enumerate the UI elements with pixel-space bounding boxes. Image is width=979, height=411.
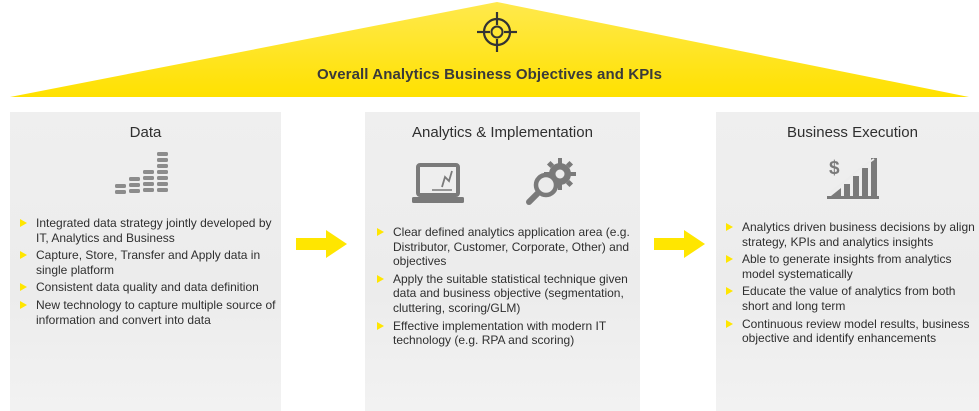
- bullet-triangle-icon: [20, 283, 27, 292]
- bullet-triangle-icon: [377, 274, 384, 283]
- roof-title: Overall Analytics Business Objectives an…: [316, 66, 663, 83]
- panel-title-business: Business Execution: [787, 124, 918, 141]
- analytics-bullet-list: Clear defined analytics application area…: [375, 225, 637, 351]
- list-item: Analytics driven business decisions by a…: [724, 220, 979, 249]
- coin-stack-icon: [115, 152, 168, 194]
- list-item: Educate the value of analytics from both…: [724, 284, 979, 313]
- bullet-triangle-icon: [726, 319, 733, 328]
- right-arrow-icon: [296, 230, 347, 258]
- list-item: Apply the suitable statistical technique…: [375, 272, 637, 316]
- list-item: Able to generate insights from analytics…: [724, 252, 979, 281]
- svg-text:$: $: [829, 158, 840, 179]
- analytics-panel: Analytics & Implementation: [365, 112, 640, 411]
- magnifier-gear-icon: [526, 158, 576, 205]
- right-arrow-icon: [654, 230, 705, 258]
- bullet-triangle-icon: [377, 228, 384, 236]
- bullet-triangle-icon: [20, 300, 27, 309]
- roof-banner: [10, 2, 969, 97]
- business-panel: Business Execution $ Analytics driven bu…: [716, 112, 979, 411]
- laptop-chart-icon: [412, 163, 464, 203]
- list-item: Consistent data quality and data definit…: [18, 280, 280, 295]
- data-bullet-list: Integrated data strategy jointly develop…: [18, 216, 280, 330]
- bullet-triangle-icon: [726, 223, 733, 231]
- list-item: Integrated data strategy jointly develop…: [18, 216, 280, 245]
- list-item: Clear defined analytics application area…: [375, 225, 637, 269]
- list-item: Effective implementation with modern IT …: [375, 319, 637, 348]
- bullet-triangle-icon: [726, 255, 733, 264]
- bullet-triangle-icon: [20, 219, 27, 227]
- bullet-triangle-icon: [20, 251, 27, 260]
- data-panel: Data: [10, 112, 281, 411]
- list-item: Continuous review model results, busines…: [724, 317, 979, 346]
- dollar-growth-chart-icon: $: [827, 158, 879, 199]
- bullet-triangle-icon: [726, 287, 733, 296]
- bullet-triangle-icon: [377, 321, 384, 330]
- business-bullet-list: Analytics driven business decisions by a…: [724, 220, 979, 349]
- crosshair-target-icon: [477, 12, 517, 52]
- panel-title-data: Data: [129, 124, 162, 141]
- panel-title-analytics: Analytics & Implementation: [412, 124, 593, 141]
- list-item: Capture, Store, Transfer and Apply data …: [18, 248, 280, 277]
- list-item: New technology to capture multiple sourc…: [18, 298, 280, 327]
